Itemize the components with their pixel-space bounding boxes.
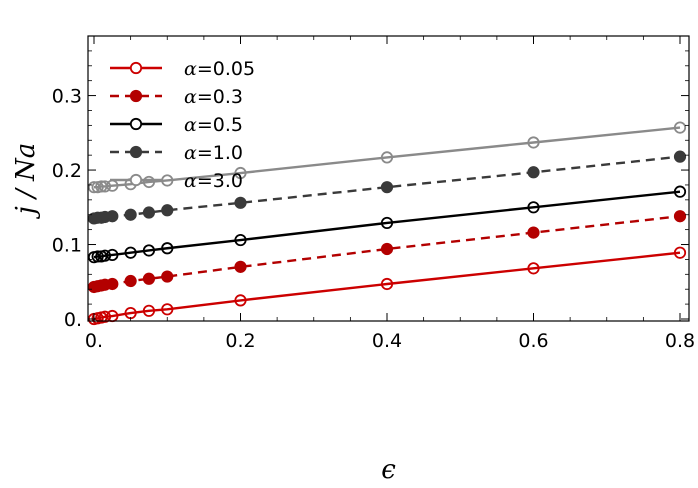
legend-entry: α=3.0 xyxy=(110,170,243,192)
data-point xyxy=(106,309,119,323)
y-axis-label: j / Na xyxy=(11,143,41,220)
data-point xyxy=(673,210,687,223)
ticks-layer: 0. 0.2 0.4 0.6 0.8 0. 0.1 0.2 0.3 xyxy=(52,35,695,352)
data-point xyxy=(673,150,687,163)
data-point xyxy=(234,260,247,273)
legend-marker xyxy=(129,89,143,103)
y-tick-label: 0.2 xyxy=(52,160,82,182)
data-point xyxy=(106,210,119,223)
data-point xyxy=(380,242,394,256)
legend-entry: α=0.3 xyxy=(110,86,243,108)
legend-marker xyxy=(129,173,143,187)
data-point xyxy=(673,246,687,259)
series-0 xyxy=(87,246,687,326)
legend-entry: α=0.5 xyxy=(110,114,243,136)
data-point xyxy=(380,277,394,291)
data-point xyxy=(98,249,112,262)
legend-label: α=1.0 xyxy=(184,142,243,164)
data-point xyxy=(673,121,687,134)
data-point xyxy=(380,151,394,164)
data-point xyxy=(234,196,247,209)
data-point xyxy=(380,181,394,194)
x-tick-label: 0.4 xyxy=(372,330,402,352)
data-point xyxy=(106,277,119,291)
data-point xyxy=(142,244,156,257)
y-tick-label: 0.3 xyxy=(52,86,82,108)
legend-label: α=0.3 xyxy=(184,86,243,108)
data-point xyxy=(124,208,137,221)
y-tick-label: 0. xyxy=(64,309,82,331)
series-2 xyxy=(87,185,687,264)
data-layer xyxy=(87,121,687,326)
legend-marker xyxy=(129,61,143,75)
series-3 xyxy=(87,150,687,225)
x-tick-label: 0.2 xyxy=(225,330,255,352)
data-point xyxy=(124,246,137,259)
legend-label: α=0.05 xyxy=(184,58,255,80)
data-point xyxy=(98,310,112,323)
legend-entry: α=0.05 xyxy=(110,58,255,80)
data-point xyxy=(527,226,540,239)
series-1 xyxy=(87,210,687,294)
data-point xyxy=(673,185,687,198)
legend-marker xyxy=(129,117,143,131)
data-point xyxy=(527,166,540,179)
legend-entry: α=1.0 xyxy=(110,142,243,164)
data-point xyxy=(142,206,156,219)
x-tick-label: 0. xyxy=(85,330,103,352)
data-point xyxy=(234,233,247,247)
data-point xyxy=(380,216,394,230)
y-tick-label: 0.1 xyxy=(52,235,82,257)
data-point xyxy=(161,174,174,187)
data-point xyxy=(234,294,247,307)
x-tick-label: 0.6 xyxy=(518,330,548,352)
data-point xyxy=(98,180,112,193)
data-point xyxy=(124,274,137,288)
data-point xyxy=(527,201,540,214)
data-point xyxy=(161,204,174,217)
data-point xyxy=(161,270,174,283)
data-point xyxy=(527,262,540,275)
data-point xyxy=(124,306,137,320)
data-point xyxy=(91,250,104,263)
legend-label: α=3.0 xyxy=(184,170,243,192)
x-tick-label: 0.8 xyxy=(665,330,695,352)
legend-marker xyxy=(129,145,143,159)
data-point xyxy=(234,166,247,180)
data-point xyxy=(161,242,174,255)
data-point xyxy=(161,303,174,316)
data-point xyxy=(142,272,156,285)
x-axis-label: ϵ xyxy=(381,455,396,485)
data-point xyxy=(142,304,156,317)
plot-frame xyxy=(87,35,690,322)
data-point xyxy=(142,175,156,189)
data-point xyxy=(106,248,119,262)
data-point xyxy=(106,179,119,192)
data-point xyxy=(527,136,540,149)
legend: α=0.05 α=0.3 α=0.5 α=1.0 α=3.0 xyxy=(110,58,255,192)
legend-label: α=0.5 xyxy=(184,114,243,136)
